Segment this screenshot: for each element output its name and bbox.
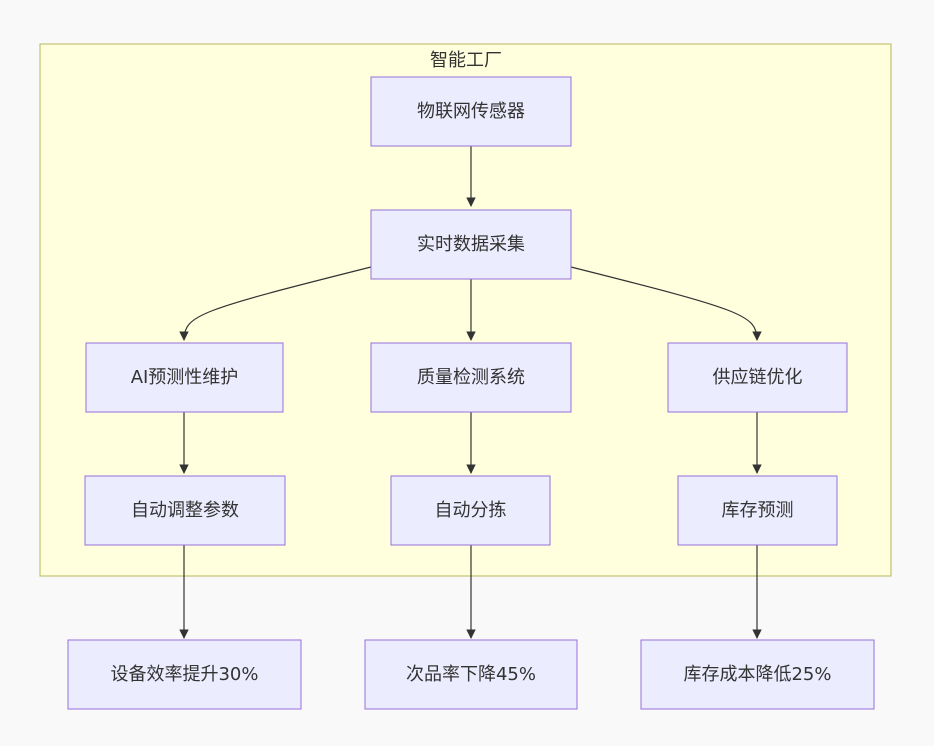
node-label-cost: 库存成本降低25% bbox=[683, 664, 831, 685]
node-label-sort: 自动分拣 bbox=[435, 500, 507, 521]
node-label-sensor: 物联网传感器 bbox=[417, 101, 525, 122]
node-collect[interactable]: 实时数据采集 bbox=[370, 209, 572, 280]
node-label-quality: 质量检测系统 bbox=[417, 367, 525, 388]
node-quality[interactable]: 质量检测系统 bbox=[370, 342, 572, 413]
node-adjust[interactable]: 自动调整参数 bbox=[84, 475, 286, 546]
cluster-title: 智能工厂 bbox=[430, 50, 502, 71]
node-defect[interactable]: 次品率下降45% bbox=[364, 639, 578, 710]
node-supply[interactable]: 供应链优化 bbox=[667, 342, 848, 413]
node-sensor[interactable]: 物联网传感器 bbox=[370, 76, 572, 147]
node-ai-maintenance[interactable]: AI预测性维护 bbox=[85, 342, 284, 413]
node-inventory[interactable]: 库存预测 bbox=[677, 475, 838, 546]
edges bbox=[179, 146, 762, 639]
node-label-collect: 实时数据采集 bbox=[417, 234, 525, 255]
edge-collect-to-supply bbox=[570, 266, 762, 341]
node-label-defect: 次品率下降45% bbox=[406, 664, 536, 685]
node-cost[interactable]: 库存成本降低25% bbox=[640, 639, 875, 710]
node-label-efficiency: 设备效率提升30% bbox=[110, 664, 258, 685]
node-label-inventory: 库存预测 bbox=[722, 500, 794, 521]
node-efficiency[interactable]: 设备效率提升30% bbox=[67, 639, 302, 710]
edge-collect-to-ai bbox=[179, 266, 372, 341]
node-label-supply: 供应链优化 bbox=[713, 367, 803, 388]
node-label-ai: AI预测性维护 bbox=[131, 367, 239, 388]
node-label-adjust: 自动调整参数 bbox=[131, 500, 239, 521]
node-sort[interactable]: 自动分拣 bbox=[390, 475, 551, 546]
